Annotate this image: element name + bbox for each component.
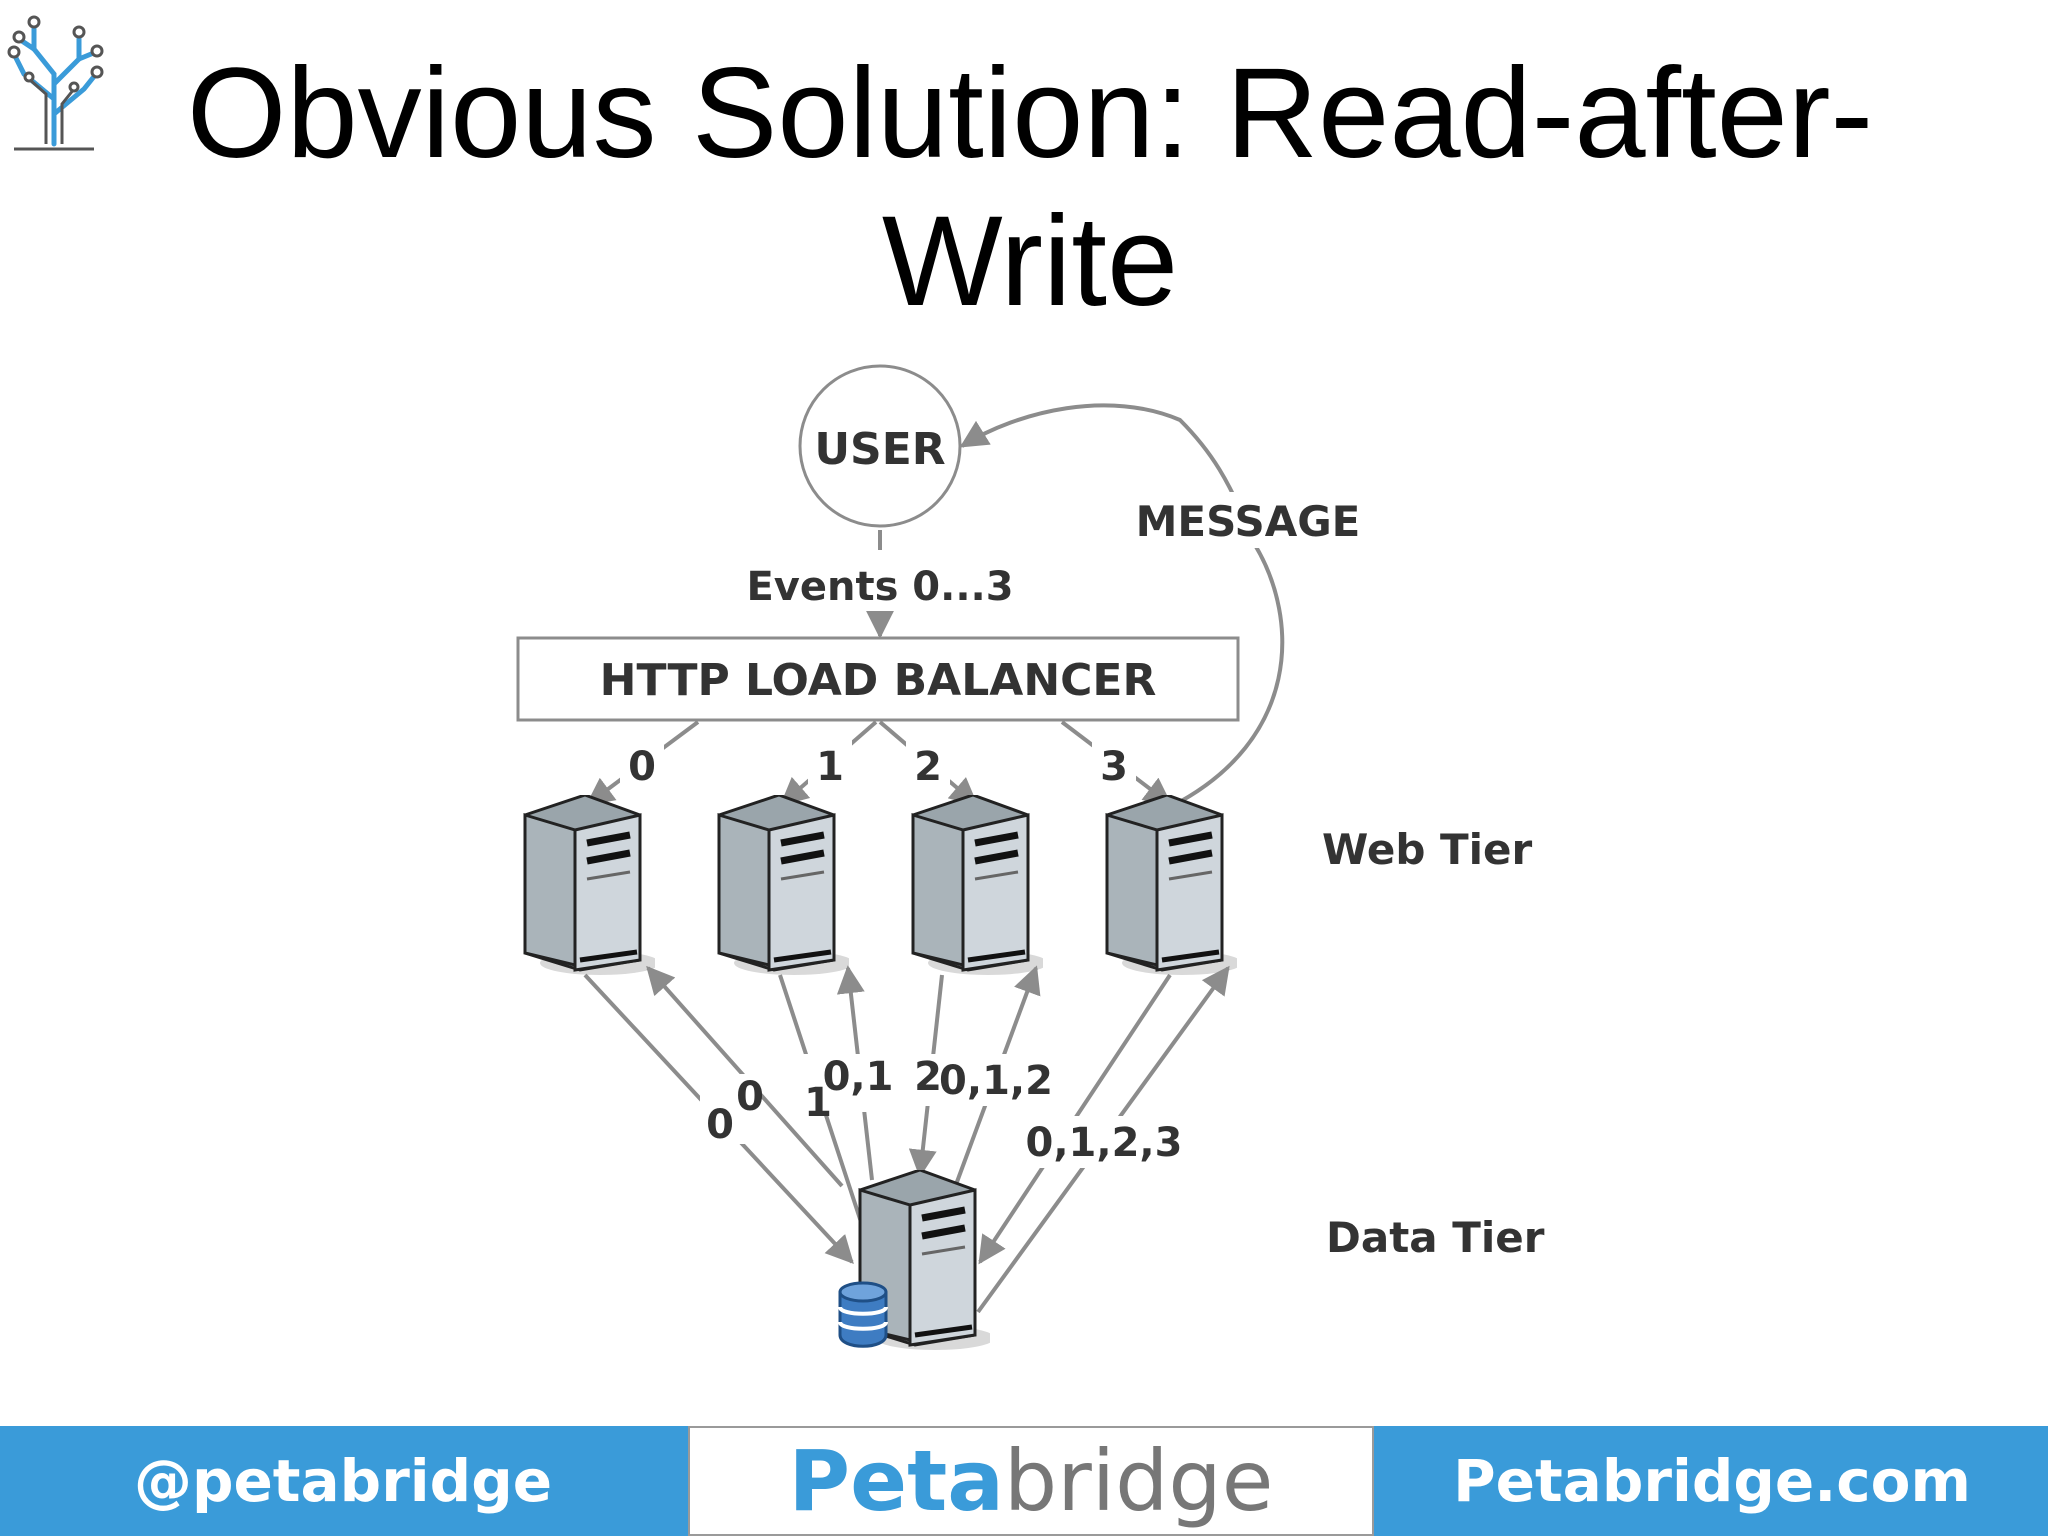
route-label-3: 3 [1100, 744, 1128, 790]
brand-part-2: bridge [1003, 1432, 1274, 1530]
read-after-write-diagram: USER Events 0...3 HTTP LOAD BALANCER 0 1… [516, 364, 1545, 1430]
slide-title-line-1: Obvious Solution: Read-after- [186, 42, 1874, 185]
web-server-1-icon [719, 795, 854, 975]
footer-website: Petabridge.com [1453, 1447, 1971, 1515]
lb-route-arrows: 0 1 2 3 [585, 720, 1173, 806]
http-load-balancer: HTTP LOAD BALANCER [516, 636, 1240, 722]
route-label-0: 0 [628, 744, 656, 790]
message-label: MESSAGE [1136, 497, 1361, 546]
slide-title-line-2: Write [881, 190, 1179, 333]
events-label: Events 0...3 [746, 564, 1013, 610]
write-label-1: 1 [804, 1080, 832, 1126]
user-node: USER [798, 364, 962, 528]
data-tier-server [838, 1170, 995, 1350]
petabridge-tree-logo-icon [4, 4, 104, 154]
web-server-0-icon [525, 795, 660, 975]
route-label-2: 2 [914, 744, 942, 790]
read-label-0: 0 [736, 1074, 764, 1120]
database-icon [838, 1281, 888, 1348]
load-balancer-label: HTTP LOAD BALANCER [600, 655, 1157, 706]
load-balancer-box [516, 636, 1240, 722]
data-tier-label: Data Tier [1326, 1213, 1545, 1262]
read-label-2: 0,1,2 [939, 1058, 1053, 1104]
write-label-2: 2 [914, 1054, 942, 1100]
write-label-0: 0 [706, 1102, 734, 1148]
read-label-3: 0,1,2,3 [1026, 1120, 1183, 1166]
web-server-2-icon [913, 795, 1048, 975]
brand-part-1: Peta [788, 1432, 1004, 1530]
web-server-3-icon [1107, 795, 1242, 975]
web-tier-servers [525, 795, 1242, 975]
user-label: USER [814, 424, 945, 475]
route-label-1: 1 [816, 744, 844, 790]
message-arrow [959, 403, 1285, 808]
footer-handle: @petabridge [133, 1447, 553, 1515]
web-tier-label: Web Tier [1322, 825, 1533, 874]
read-label-1: 0,1 [823, 1054, 894, 1100]
slide-title: Obvious Solution: Read-after- Write [130, 40, 1930, 336]
